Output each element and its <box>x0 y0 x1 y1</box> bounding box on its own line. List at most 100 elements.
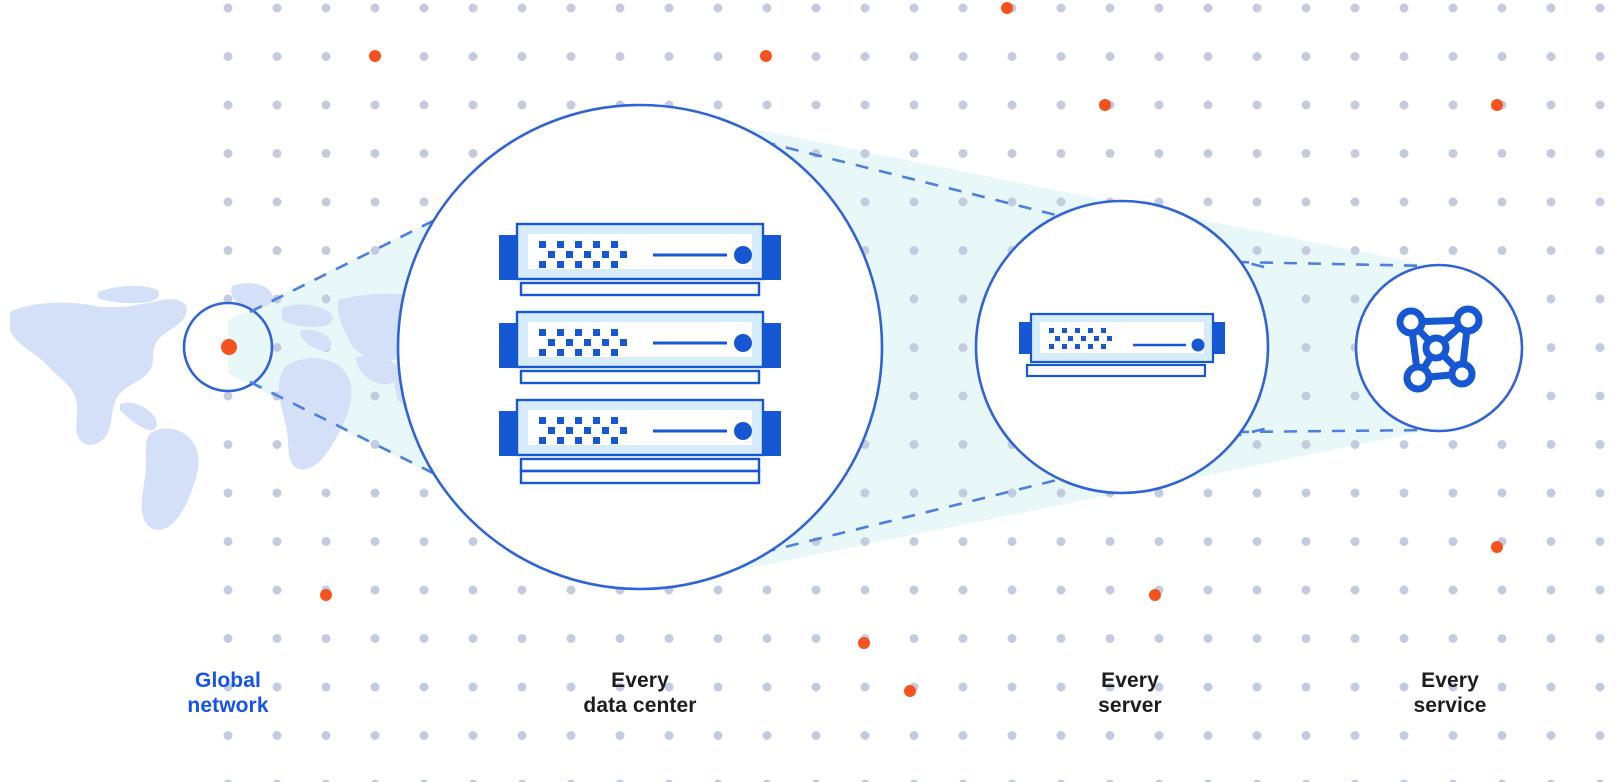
grid-dot <box>664 682 674 692</box>
grid-dot-highlight <box>369 50 381 62</box>
grid-dot <box>468 731 478 740</box>
grid-dot <box>1595 779 1605 782</box>
grid-dot <box>1399 537 1409 546</box>
grid-dot <box>713 634 723 643</box>
grid-dot <box>762 100 772 110</box>
grid-dot <box>468 537 478 546</box>
grid-dot-highlight <box>1491 541 1503 553</box>
grid-dot <box>1350 682 1360 692</box>
grid-dot <box>1007 52 1017 61</box>
grid-dot <box>1105 634 1115 643</box>
grid-dot <box>370 246 380 255</box>
grid-dot <box>1007 585 1017 595</box>
grid-dot <box>1595 682 1605 692</box>
grid-dot <box>1301 682 1311 692</box>
grid-dot <box>1007 100 1017 110</box>
grid-dot <box>1497 440 1507 449</box>
server-unit <box>499 398 781 485</box>
grid-dot <box>860 731 870 740</box>
grid-dot <box>1252 488 1262 498</box>
grid-dot <box>566 731 576 740</box>
grid-dot <box>811 682 821 692</box>
grid-dot <box>321 488 331 498</box>
grid-dot <box>321 100 331 110</box>
grid-dot <box>419 682 429 692</box>
grid-dot <box>811 52 821 61</box>
grid-dot <box>370 488 380 498</box>
grid-dot <box>321 246 331 255</box>
grid-dot <box>419 634 429 643</box>
grid-dot <box>517 779 527 782</box>
grid-dot <box>860 682 870 692</box>
grid-dot <box>1546 440 1556 449</box>
grid-dot <box>1448 246 1458 255</box>
grid-dot <box>664 731 674 740</box>
grid-dot-highlight <box>1099 99 1111 111</box>
grid-dot <box>1350 197 1360 207</box>
grid-dot <box>1105 682 1115 692</box>
grid-dot <box>1595 3 1605 13</box>
grid-dot <box>1252 682 1262 692</box>
grid-dot <box>1546 197 1556 207</box>
grid-dot <box>1448 197 1458 207</box>
grid-dot <box>860 3 870 13</box>
grid-dot <box>811 634 821 643</box>
grid-dot <box>1203 149 1213 158</box>
grid-dot <box>909 52 919 61</box>
grid-dot <box>958 731 968 740</box>
grid-dot <box>1301 731 1311 740</box>
grid-dot <box>909 294 919 304</box>
grid-dot <box>272 343 282 352</box>
grid-dot <box>1154 731 1164 740</box>
grid-dot <box>1154 537 1164 546</box>
grid-dot <box>1350 585 1360 595</box>
grid-dot <box>958 682 968 692</box>
grid-dot <box>223 779 233 782</box>
grid-dot <box>272 488 282 498</box>
grid-dot <box>1350 440 1360 449</box>
grid-dot <box>1350 634 1360 643</box>
single-server-icon <box>1019 312 1225 378</box>
grid-dot <box>1301 537 1311 546</box>
grid-dot <box>1448 682 1458 692</box>
grid-dot <box>1546 779 1556 782</box>
grid-dot <box>419 537 429 546</box>
grid-dot <box>1301 3 1311 13</box>
grid-dot <box>370 3 380 13</box>
grid-dot <box>762 3 772 13</box>
grid-dot <box>321 149 331 158</box>
grid-dot <box>321 682 331 692</box>
grid-dot <box>272 682 282 692</box>
grid-dot <box>909 100 919 110</box>
grid-dot <box>1546 488 1556 498</box>
global-network-circle <box>182 301 274 393</box>
grid-dot <box>1595 585 1605 595</box>
grid-dot <box>958 294 968 304</box>
grid-dot <box>468 100 478 110</box>
grid-dot <box>1203 682 1213 692</box>
grid-dot <box>1595 197 1605 207</box>
grid-dot <box>1203 3 1213 13</box>
service-mesh-icon <box>1396 305 1483 393</box>
grid-dot <box>272 585 282 595</box>
grid-dot <box>517 3 527 13</box>
grid-dot <box>1399 634 1409 643</box>
grid-dot <box>909 149 919 158</box>
grid-dot <box>419 197 429 207</box>
grid-dot <box>664 634 674 643</box>
grid-dot <box>272 537 282 546</box>
grid-dot <box>1056 3 1066 13</box>
grid-dot <box>762 731 772 740</box>
grid-dot <box>1105 585 1115 595</box>
grid-dot <box>909 3 919 13</box>
grid-dot <box>1497 488 1507 498</box>
grid-dot <box>1595 634 1605 643</box>
grid-dot <box>1056 585 1066 595</box>
grid-dot <box>1350 52 1360 61</box>
grid-dot <box>1497 585 1507 595</box>
grid-dot <box>909 537 919 546</box>
grid-dot <box>1007 488 1017 498</box>
grid-dot <box>860 100 870 110</box>
grid-dot <box>1203 731 1213 740</box>
grid-dot <box>958 246 968 255</box>
